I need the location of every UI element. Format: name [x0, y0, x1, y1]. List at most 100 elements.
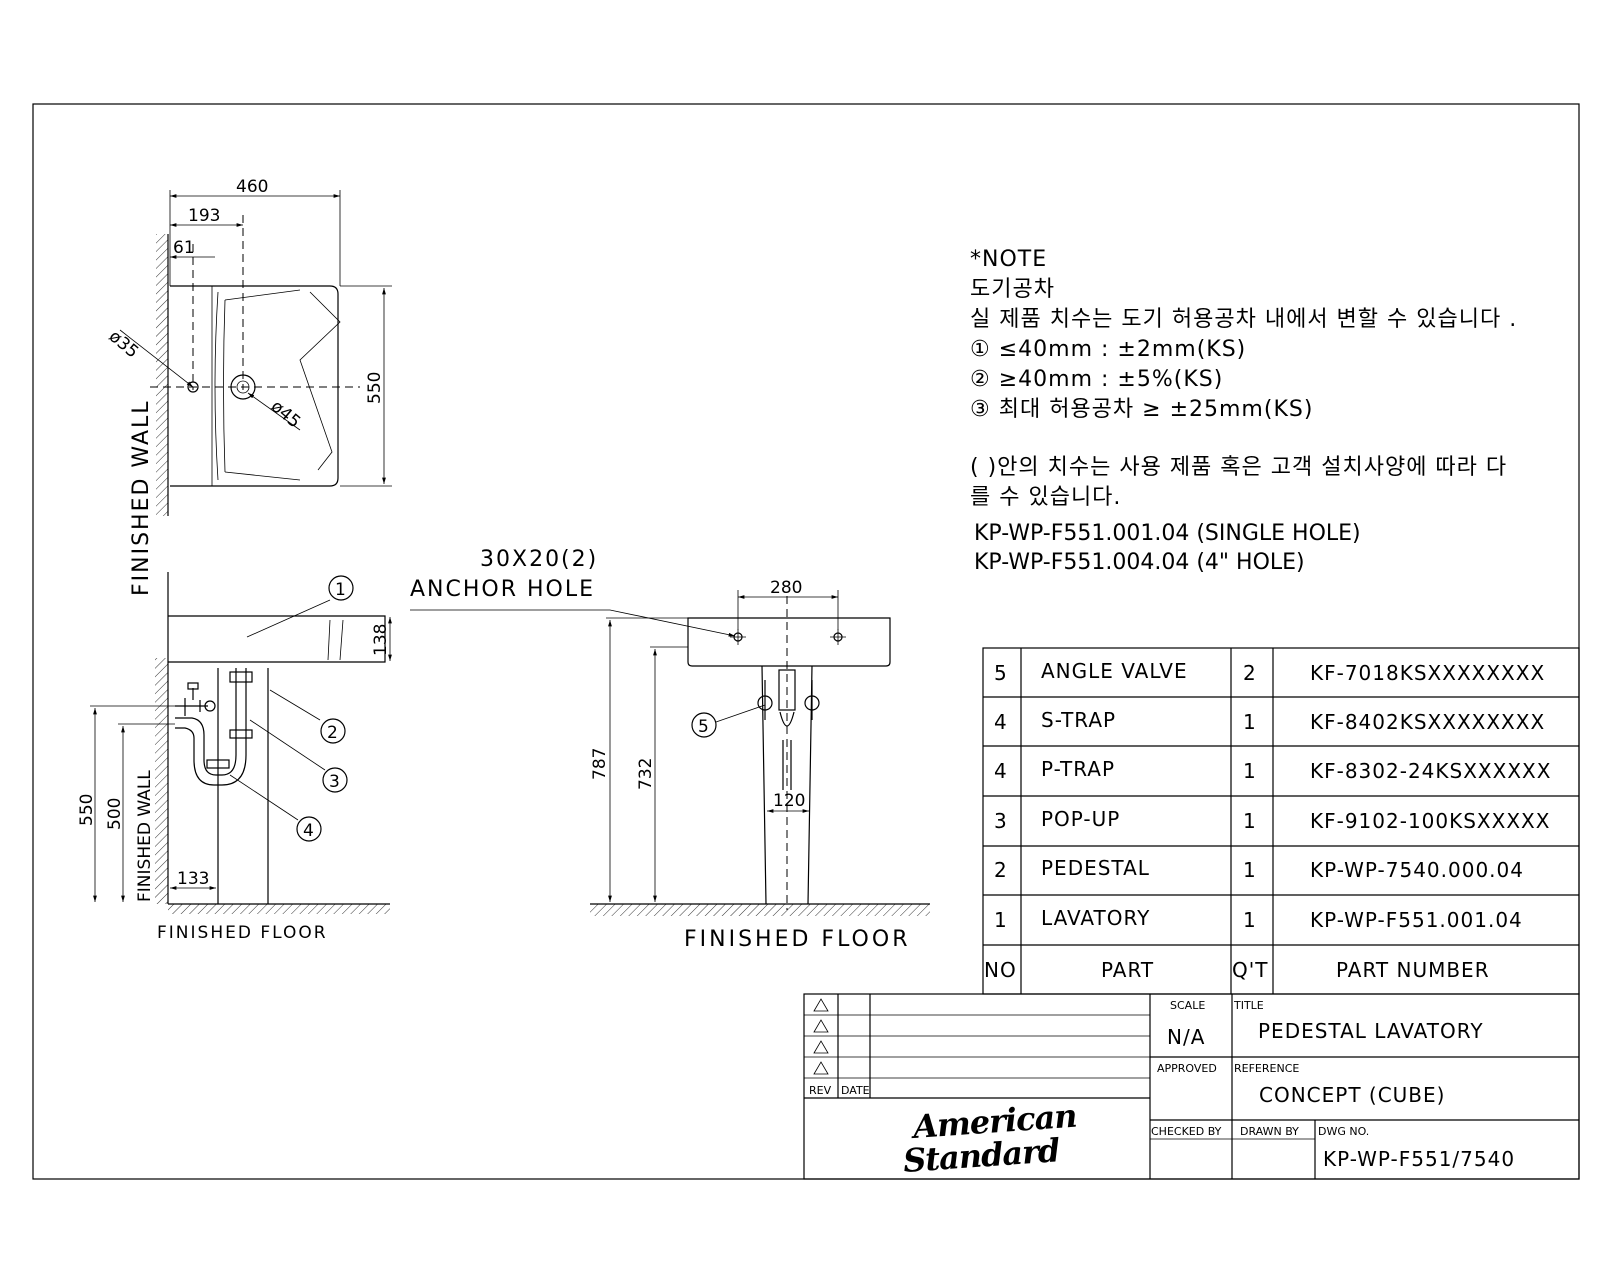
row-1-qty: 1	[1243, 710, 1257, 734]
reference-label: REFERENCE	[1234, 1062, 1299, 1075]
row-2-qty: 1	[1243, 759, 1257, 783]
row-0-qty: 2	[1243, 661, 1257, 685]
callout-5: 5	[698, 717, 709, 737]
wall-hatch-top	[156, 234, 168, 516]
dim-787: 787	[590, 748, 610, 780]
dim-193: 193	[188, 206, 220, 226]
note-line-6: ( )안의 치수는 사용 제품 혹은 고객 설치사양에 따라 다	[970, 455, 1507, 480]
row-4-qty: 1	[1243, 858, 1257, 882]
row-2-number: KF-8302-24KSXXXXXX	[1310, 759, 1551, 783]
table-row: 5 ANGLE VALVE 2 KF-7018KSXXXXXXXX	[994, 659, 1545, 685]
pedestal-side	[217, 668, 269, 904]
dim-280: 280	[770, 578, 802, 598]
finished-wall-label-top: FINISHED WALL	[129, 399, 154, 596]
dim-120: 120	[773, 791, 805, 811]
note-line-7: 를 수 있습니다.	[970, 485, 1121, 510]
notes-block: *NOTE 도기공차 실 제품 치수는 도기 허용공차 내에서 변할 수 있습니…	[970, 247, 1517, 575]
basin-top-outline	[170, 285, 339, 487]
row-3-qty: 1	[1243, 809, 1257, 833]
dim-732: 732	[636, 758, 656, 790]
row-0-part: ANGLE VALVE	[1041, 659, 1188, 683]
finished-wall-label-side: FINISHED WALL	[135, 770, 155, 902]
row-0-number: KF-7018KSXXXXXXXX	[1310, 661, 1545, 685]
row-4-number: KP-WP-7540.000.04	[1310, 858, 1524, 882]
table-row: 4 S-TRAP 1 KF-8402KSXXXXXXXX	[994, 708, 1545, 734]
drawn-label: DRAWN BY	[1240, 1125, 1299, 1138]
header-part-number: PART NUMBER	[1336, 958, 1490, 982]
row-2-no: 4	[994, 759, 1008, 783]
rev-label: REV	[809, 1084, 832, 1097]
row-3-number: KF-9102-100KSXXXXX	[1310, 809, 1550, 833]
dim-500: 500	[105, 798, 125, 830]
table-row: 4 P-TRAP 1 KF-8302-24KSXXXXXX	[994, 757, 1551, 783]
dim-dia35: ø35	[105, 327, 142, 363]
parts-table: 5 ANGLE VALVE 2 KF-7018KSXXXXXXXX 4 S-TR…	[982, 647, 1580, 995]
drawing-border	[32, 103, 1580, 1180]
note-line-2: 실 제품 치수는 도기 허용공차 내에서 변할 수 있습니다 .	[970, 307, 1517, 332]
reference-value: CONCEPT (CUBE)	[1259, 1083, 1445, 1107]
callout-3: 3	[329, 772, 340, 792]
floor-hatch-left	[168, 904, 390, 914]
side-view: 1 2 3 4 138 550 500 FINISHED WALL 133 FI…	[77, 572, 392, 943]
callout-4: 4	[303, 821, 314, 841]
callout-2: 2	[327, 723, 338, 743]
table-row: 2 PEDESTAL 1 KP-WP-7540.000.04	[994, 856, 1524, 882]
header-no: NO	[984, 958, 1017, 982]
title-label: TITLE	[1233, 999, 1264, 1012]
dim-dia45: ø45	[267, 397, 304, 433]
row-4-no: 2	[994, 858, 1008, 882]
row-3-part: POP-UP	[1041, 807, 1120, 831]
row-5-number: KP-WP-F551.001.04	[1310, 908, 1523, 932]
header-part: PART	[1101, 958, 1154, 982]
checked-label: CHECKED BY	[1151, 1125, 1222, 1138]
date-label: DATE	[841, 1084, 870, 1097]
note-line-5: ③ 최대 허용공차 ≥ ±25mm(KS)	[970, 397, 1313, 422]
finished-floor-label-left: FINISHED FLOOR	[157, 923, 328, 943]
title-value: PEDESTAL LAVATORY	[1258, 1019, 1484, 1043]
title-block: REV DATE SCALE N/A APPROVED TITLE PEDEST…	[803, 993, 1580, 1180]
dim-550-top: 550	[365, 372, 385, 404]
top-view: 460 193 61 ø35 ø45 550 FINISHED WALL	[105, 177, 392, 596]
finished-floor-label-right: FINISHED FLOOR	[684, 927, 910, 952]
note-line-1: 도기공차	[970, 277, 1055, 302]
row-1-no: 4	[994, 710, 1008, 734]
row-4-part: PEDESTAL	[1041, 856, 1150, 880]
anchor-size-label: 30X20(2)	[480, 547, 598, 572]
dwg-value: KP-WP-F551/7540	[1323, 1147, 1515, 1171]
table-row: 3 POP-UP 1 KF-9102-100KSXXXXX	[994, 807, 1550, 833]
dim-133: 133	[177, 869, 209, 889]
wall-hatch-side	[155, 658, 168, 904]
approved-label: APPROVED	[1157, 1062, 1217, 1075]
anchor-hole-label: ANCHOR HOLE	[410, 577, 595, 602]
scale-value: N/A	[1167, 1025, 1205, 1049]
row-1-part: S-TRAP	[1041, 708, 1116, 732]
note-line-0: *NOTE	[970, 247, 1047, 272]
row-5-no: 1	[994, 908, 1008, 932]
table-header: NO PART Q'T PART NUMBER	[984, 958, 1490, 982]
front-view: 280 120 787 732 5 30X20(2) ANCHOR HOLE F…	[410, 547, 930, 952]
model-line-1: KP-WP-F551.004.04 (4" HOLE)	[974, 550, 1305, 575]
floor-hatch-right	[590, 904, 930, 916]
dim-460: 460	[236, 177, 268, 197]
note-line-4: ② ≥40mm : ±5%(KS)	[970, 367, 1223, 392]
dim-550-side: 550	[77, 794, 97, 826]
row-2-part: P-TRAP	[1041, 757, 1115, 781]
model-line-0: KP-WP-F551.001.04 (SINGLE HOLE)	[974, 521, 1361, 546]
table-row: 1 LAVATORY 1 KP-WP-F551.001.04	[994, 906, 1523, 932]
trap-side	[175, 668, 237, 776]
callout-1: 1	[335, 580, 346, 600]
row-5-qty: 1	[1243, 908, 1257, 932]
row-1-number: KF-8402KSXXXXXXXX	[1310, 710, 1545, 734]
header-qty: Q'T	[1232, 958, 1268, 982]
row-3-no: 3	[994, 809, 1008, 833]
row-5-part: LAVATORY	[1041, 906, 1150, 930]
dim-61: 61	[173, 238, 195, 258]
dim-138: 138	[371, 624, 391, 656]
basin-side	[168, 615, 386, 663]
dwg-label: DWG NO.	[1318, 1125, 1369, 1138]
note-line-3: ① ≤40mm : ±2mm(KS)	[970, 337, 1246, 362]
american-standard-logo: American Standard	[902, 1097, 1078, 1180]
basin-front	[687, 617, 891, 667]
scale-label: SCALE	[1170, 999, 1205, 1012]
